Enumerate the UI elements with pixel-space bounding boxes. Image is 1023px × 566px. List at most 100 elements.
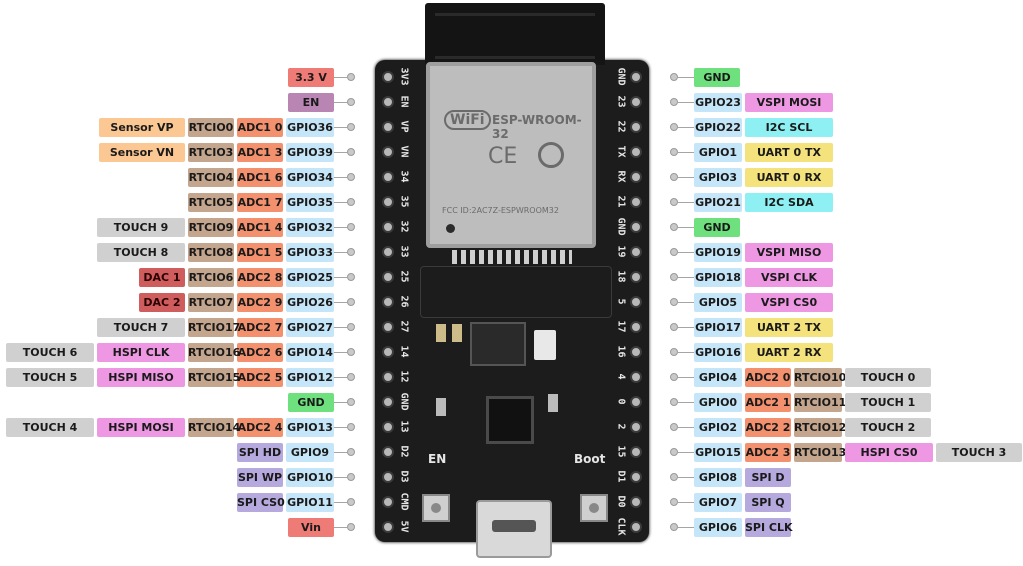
pin-label-rtc: RTCIO16: [188, 343, 240, 362]
smd-resistor: [548, 394, 558, 412]
pin-label-touch: TOUCH 0: [845, 368, 931, 387]
pin-label-gpio: GPIO26: [286, 293, 334, 312]
pin-leader-line: [678, 477, 694, 478]
header-pin: [382, 121, 394, 133]
pin-leader-line: [678, 127, 694, 128]
header-pin: [382, 271, 394, 283]
pin-label-adc: ADC2 0: [745, 368, 791, 387]
pin-label-hspi: HSPI MOSI: [97, 418, 185, 437]
pin-label-gnd: GND: [694, 68, 740, 87]
pin-leader-line: [334, 502, 347, 503]
pin-label-gnd: GND: [288, 393, 334, 412]
pin-marker-dot: [347, 198, 355, 206]
pin-marker-dot: [670, 73, 678, 81]
pin-marker-dot: [670, 398, 678, 406]
pin-label-rtc: RTCIO0: [188, 118, 234, 137]
header-pin: [382, 521, 394, 533]
pin-label-gpio: GPIO39: [286, 143, 334, 162]
pin-label-adc: ADC2 1: [745, 393, 791, 412]
pin-label-adc: ADC1 3: [237, 143, 283, 162]
pin-label-rtc: RTCIO9: [188, 218, 234, 237]
pin-label-adc: ADC1 4: [237, 218, 283, 237]
pin-marker-dot: [347, 98, 355, 106]
pin-marker-dot: [347, 348, 355, 356]
header-pin: [382, 471, 394, 483]
pcb-antenna: [425, 3, 605, 65]
pin-leader-line: [334, 302, 347, 303]
button-cap: [431, 503, 441, 513]
header-pin: [630, 471, 642, 483]
header-pin: [382, 446, 394, 458]
ce-mark: CE: [488, 144, 518, 169]
pin-label-adc: ADC2 3: [745, 443, 791, 462]
header-pin: [630, 196, 642, 208]
pin-label-gpio: GPIO9: [286, 443, 334, 462]
pin-label-dac: DAC 2: [139, 293, 185, 312]
header-pin: [630, 396, 642, 408]
pin-label-gpio: GPIO15: [694, 443, 742, 462]
pin-leader-line: [334, 427, 347, 428]
pin-marker-dot: [670, 98, 678, 106]
pin-leader-line: [334, 402, 347, 403]
smd-resistor: [436, 398, 446, 416]
pin-label-touch: TOUCH 6: [6, 343, 94, 362]
pin-label-gpio: GPIO32: [286, 218, 334, 237]
pin-label-gpio: GPIO5: [694, 293, 742, 312]
pin-label-i2c: I2C SCL: [745, 118, 833, 137]
pcb-traces: [420, 266, 612, 318]
pin-leader-line: [678, 177, 694, 178]
pin-leader-line: [678, 502, 694, 503]
pin-label-uart: UART 2 RX: [745, 343, 833, 362]
micro-usb-connector[interactable]: [476, 500, 552, 558]
pin-leader-line: [678, 352, 694, 353]
pin-label-adc: ADC2 8: [237, 268, 283, 287]
pin-marker-dot: [347, 248, 355, 256]
voltage-regulator: [470, 322, 526, 366]
pin-label-gpio: GPIO27: [286, 318, 334, 337]
pin-marker-dot: [670, 448, 678, 456]
pin-marker-dot: [347, 123, 355, 131]
header-pin: [382, 146, 394, 158]
pin-marker-dot: [347, 148, 355, 156]
pin-label-uart: UART 2 TX: [745, 318, 833, 337]
boot-button[interactable]: [580, 494, 608, 522]
pin-leader-line: [678, 427, 694, 428]
pin-marker-dot: [347, 473, 355, 481]
header-pin: [382, 421, 394, 433]
pin-label-en: EN: [288, 93, 334, 112]
pin-label-adc: ADC1 0: [237, 118, 283, 137]
pin-label-gpio: GPIO21: [694, 193, 742, 212]
pin-label-adc: ADC1 7: [237, 193, 283, 212]
pin-marker-dot: [670, 373, 678, 381]
pin-label-rtc: RTCIO6: [188, 268, 234, 287]
header-pin: [382, 221, 394, 233]
pin-label-gpio: GPIO6: [694, 518, 742, 537]
pin-label-gpio: GPIO19: [694, 243, 742, 262]
usb-uart-chip: [486, 396, 534, 444]
pin-label-hspi: HSPI MISO: [97, 368, 185, 387]
pin-marker-dot: [670, 148, 678, 156]
pin-label-vspi: VSPI CLK: [745, 268, 833, 287]
en-button[interactable]: [422, 494, 450, 522]
pin-label-gpio: GPIO4: [694, 368, 742, 387]
pin-label-uart: UART 0 RX: [745, 168, 833, 187]
pin-leader-line: [334, 202, 347, 203]
pin-label-gpio: GPIO34: [286, 168, 334, 187]
pin-label-rtc: RTCIO10: [794, 368, 846, 387]
pin-label-dac: DAC 1: [139, 268, 185, 287]
header-pin: [630, 171, 642, 183]
header-pin: [630, 296, 642, 308]
header-pin: [630, 271, 642, 283]
pin-silk-label: CLK: [615, 517, 627, 536]
pin-label-power: Vin: [288, 518, 334, 537]
pin-label-gpio: GPIO0: [694, 393, 742, 412]
header-pin: [382, 171, 394, 183]
smd-capacitor: [436, 324, 446, 342]
pin-label-rtc: RTCIO17: [188, 318, 240, 337]
pin-label-gpio: GPIO35: [286, 193, 334, 212]
pin-label-rtc: RTCIO5: [188, 193, 234, 212]
pin-label-rtc: RTCIO7: [188, 293, 234, 312]
pin-marker-dot: [347, 273, 355, 281]
pin-leader-line: [678, 227, 694, 228]
pin-label-rtc: RTCIO12: [794, 418, 846, 437]
